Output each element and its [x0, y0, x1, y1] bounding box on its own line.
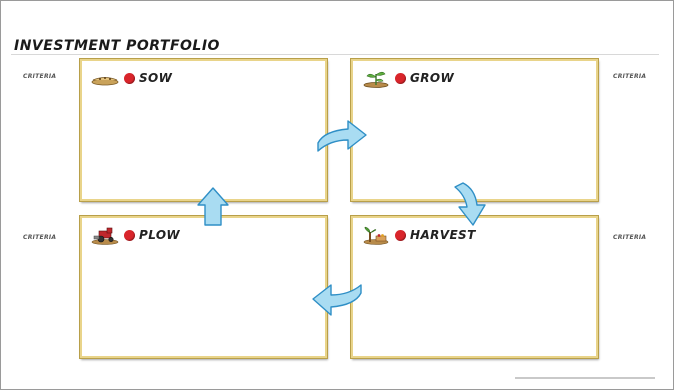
quadrant-plow-header: PLOW: [90, 225, 180, 245]
status-dot: [395, 229, 406, 241]
criteria-label-bottom-right: CRITERIA: [613, 234, 647, 241]
quadrant-harvest[interactable]: HARVEST: [351, 216, 598, 358]
quadrant-grow[interactable]: GROW: [351, 59, 598, 201]
criteria-label-top-right: CRITERIA: [613, 73, 647, 80]
quadrant-sow-label: SOW: [139, 71, 173, 85]
criteria-label-bottom-left: CRITERIA: [23, 234, 57, 241]
status-dot: [395, 72, 406, 84]
quadrant-harvest-label: HARVEST: [410, 228, 476, 242]
quadrant-plow[interactable]: PLOW: [80, 216, 327, 358]
seed-tray-icon: [91, 77, 119, 86]
quadrant-grow-label: GROW: [410, 71, 455, 85]
arrow-plow-to-sow: [197, 187, 229, 226]
status-dot: [124, 72, 135, 84]
arrow-grow-to-harvest: [454, 182, 486, 226]
quadrant-sow-header: SOW: [90, 68, 172, 88]
footer-rule: [515, 377, 655, 379]
status-dot: [124, 229, 135, 241]
sprouting-plant-icon: [363, 71, 389, 88]
title-divider: [11, 54, 659, 55]
tractor-icon: [91, 227, 119, 245]
quadrant-plow-label: PLOW: [139, 228, 181, 242]
quadrant-sow[interactable]: SOW: [80, 59, 327, 201]
quadrant-harvest-header: HARVEST: [361, 225, 476, 245]
harvest-tree-icon: [363, 226, 389, 245]
arrow-harvest-to-plow: [312, 284, 362, 316]
page-title: INVESTMENT PORTFOLIO: [14, 38, 220, 54]
arrow-sow-to-grow: [317, 120, 367, 152]
criteria-label-top-left: CRITERIA: [23, 73, 57, 80]
footer-fine-print: [515, 377, 659, 379]
quadrant-grow-header: GROW: [361, 68, 454, 88]
